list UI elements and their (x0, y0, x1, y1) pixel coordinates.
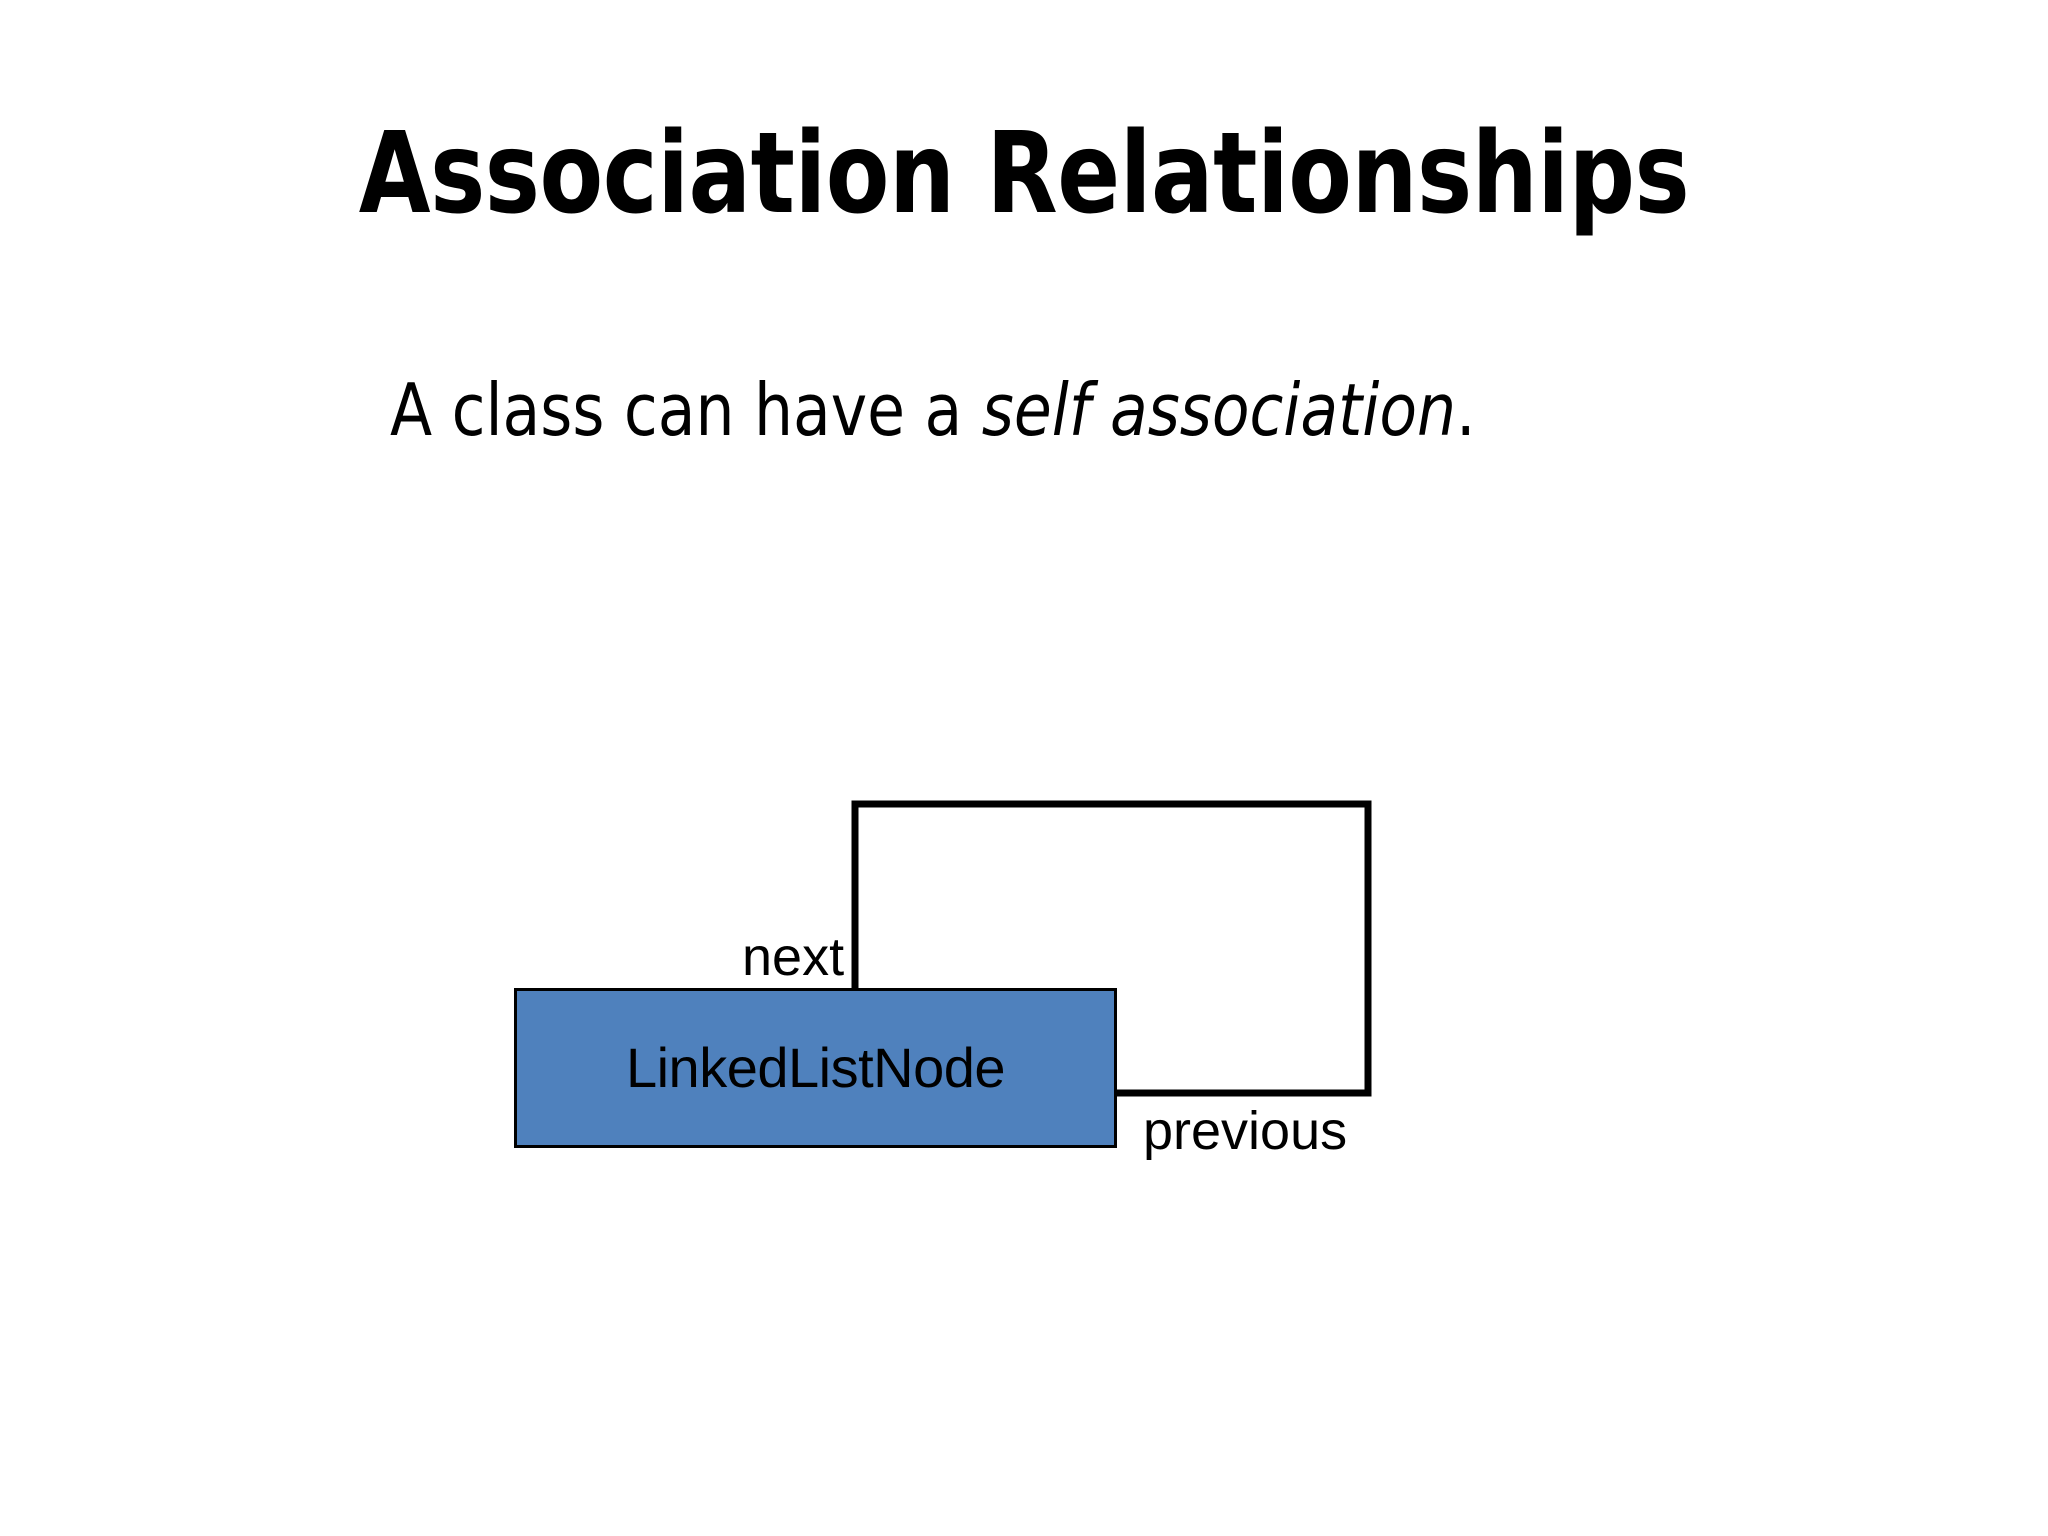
class-box-label: LinkedListNode (625, 1036, 1006, 1099)
association-label-previous: previous (1143, 1101, 1348, 1161)
page-title: Association Relationships (358, 109, 1690, 239)
class-box-linkedlistnode[interactable]: LinkedListNode (514, 988, 1117, 1148)
subtitle-lead-text: A class can have a (390, 368, 982, 452)
subtitle-emphasis-text: self association (981, 368, 1456, 452)
slide-subtitle: A class can have a self association. (390, 371, 1476, 450)
subtitle-trailing-text: . (1455, 368, 1476, 452)
association-label-next: next (742, 927, 845, 987)
